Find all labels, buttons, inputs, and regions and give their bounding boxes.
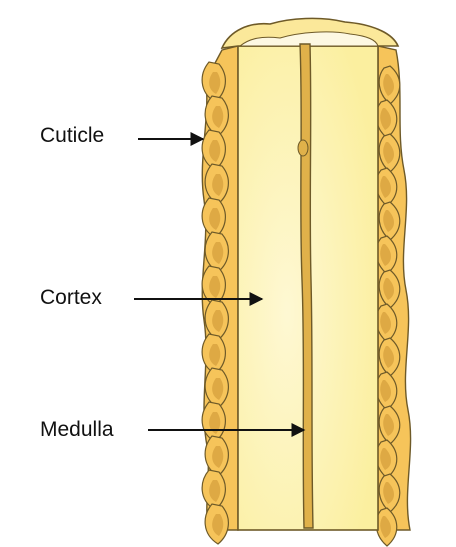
cuticle-scale-shade [380,380,391,402]
cuticle-scale-shade [380,312,391,334]
label-cuticle: Cuticle [40,124,104,147]
cuticle-scale-shade [209,72,221,94]
cuticle-scale-shade [383,482,394,504]
cuticle-scale-shade [380,448,391,470]
cuticle-scale-shade [209,208,221,230]
cuticle-scale-shade [209,140,221,162]
medulla-bulge [297,139,309,157]
cuticle-scale-shade [212,310,224,332]
cuticle-right [375,45,412,547]
cuticle-scale-shade [380,108,391,130]
cuticle-left [201,45,239,545]
cuticle-scale-shade [212,446,224,468]
cuticle-scale-shade [209,412,221,434]
medulla-core [299,43,314,529]
cuticle-scale-shade [212,378,224,400]
cuticle-scale-shade [212,242,224,264]
label-medulla: Medulla [40,418,114,441]
cuticle-scale-shade [212,174,224,196]
label-cortex: Cortex [40,286,102,309]
cuticle-scale-shade [212,514,224,536]
cuticle-scale-shade [209,276,221,298]
cuticle-scale-shade [383,210,394,232]
cuticle-scale-shade [380,516,391,538]
shaft-top-inner [238,31,379,47]
cuticle-scale-shade [383,278,394,300]
cuticle-scale-shade [380,176,391,198]
cuticle-scale-shade [380,244,391,266]
cuticle-scale-shade [383,414,394,436]
cuticle-scale-shade [209,480,221,502]
cuticle-scale-shade [383,346,394,368]
cuticle-scale-shade [383,74,394,96]
cuticle-scale-shade [209,344,221,366]
cuticle-scale-shade [383,142,394,164]
cuticle-scale-shade [212,106,224,128]
